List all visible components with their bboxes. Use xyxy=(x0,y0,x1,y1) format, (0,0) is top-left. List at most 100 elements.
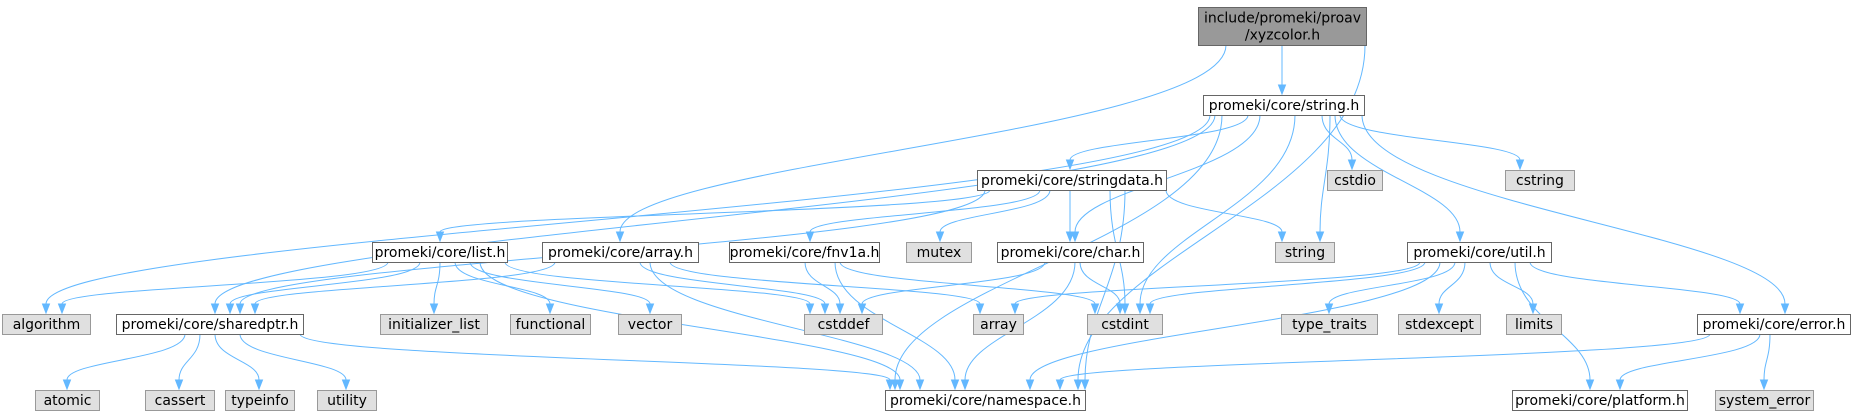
edge-sharedptr_h-to-typeinfo xyxy=(214,333,264,391)
edge-arrowhead xyxy=(57,303,67,315)
node-array[interactable]: array xyxy=(973,314,1024,335)
edge-list_h-to-algorithm xyxy=(57,261,389,315)
edge-line xyxy=(649,261,921,381)
node-box xyxy=(225,390,295,411)
edge-arrowhead xyxy=(1080,379,1090,391)
node-fnv1a_h[interactable]: promeki/core/fnv1a.h xyxy=(729,242,880,263)
edge-string_h-to-sharedptr_h xyxy=(210,114,1216,315)
node-functional[interactable]: functional xyxy=(510,314,591,335)
node-algorithm[interactable]: algorithm xyxy=(2,314,91,335)
node-label: stdexcept xyxy=(1405,317,1474,333)
edge-line xyxy=(214,333,260,381)
edge-line xyxy=(939,189,1051,233)
node-label: utility xyxy=(327,393,367,409)
node-cstring[interactable]: cstring xyxy=(1505,170,1575,191)
node-box xyxy=(997,242,1144,263)
edge-util_h-to-cstdint xyxy=(1145,261,1426,315)
edge-arrowhead xyxy=(1315,231,1325,243)
node-platform_h[interactable]: promeki/core/platform.h xyxy=(1512,390,1688,411)
node-initializer_list[interactable]: initializer_list xyxy=(380,314,488,335)
node-box xyxy=(1407,242,1552,263)
edge-stringdata_h-to-fnv1a_h xyxy=(805,189,1041,243)
edge-line xyxy=(229,261,421,305)
edge-line xyxy=(1321,114,1353,161)
edge-arrowhead xyxy=(1780,303,1790,315)
edge-arrowhead xyxy=(1120,303,1130,315)
node-util_h[interactable]: promeki/core/util.h xyxy=(1407,242,1552,263)
edge-line xyxy=(214,114,1216,305)
edge-arrowhead xyxy=(1145,303,1155,315)
node-box xyxy=(1398,314,1481,335)
node-cstddef[interactable]: cstddef xyxy=(804,314,883,335)
edge-string_h-to-string xyxy=(1315,114,1331,243)
node-label: promeki/core/util.h xyxy=(1413,245,1545,261)
node-string_h[interactable]: promeki/core/string.h xyxy=(1203,95,1365,116)
node-label: type_traits xyxy=(1292,317,1367,333)
edge-arrowhead xyxy=(1455,231,1465,243)
node-list_h[interactable]: promeki/core/list.h xyxy=(372,242,508,263)
node-box xyxy=(1275,242,1335,263)
node-atomic[interactable]: atomic xyxy=(35,390,100,411)
node-box xyxy=(1512,390,1688,411)
node-box xyxy=(906,242,972,263)
edge-line xyxy=(1319,114,1331,233)
node-stdexcept[interactable]: stdexcept xyxy=(1398,314,1481,335)
edge-line xyxy=(839,261,1096,305)
node-box xyxy=(317,390,377,411)
edge-arrowhead xyxy=(235,303,245,315)
edge-arrowhead xyxy=(805,303,815,315)
node-cassert[interactable]: cassert xyxy=(145,390,215,411)
node-label: cstdio xyxy=(1334,173,1376,189)
node-box xyxy=(145,390,215,411)
node-cstdio[interactable]: cstdio xyxy=(1327,170,1383,191)
node-cstdint[interactable]: cstdint xyxy=(1087,314,1163,335)
node-label: cstdint xyxy=(1101,317,1149,333)
node-box xyxy=(729,242,880,263)
edge-array_h-to-namespace_h xyxy=(649,261,925,391)
edge-line xyxy=(299,333,891,381)
edge-arrowhead xyxy=(1135,303,1145,315)
node-limits[interactable]: limits xyxy=(1506,314,1562,335)
edge-arrowhead xyxy=(341,379,351,391)
edge-line xyxy=(45,114,1211,305)
edge-stringdata_h-to-mutex xyxy=(935,189,1051,243)
node-array_h[interactable]: promeki/core/array.h xyxy=(542,242,699,263)
edge-arrowhead xyxy=(915,379,925,391)
edge-arrowhead xyxy=(1025,379,1035,391)
node-char_h[interactable]: promeki/core/char.h xyxy=(997,242,1144,263)
node-namespace_h[interactable]: promeki/core/namespace.h xyxy=(885,390,1086,411)
node-vector[interactable]: vector xyxy=(618,314,682,335)
edge-stringdata_h-to-list_h xyxy=(435,189,991,243)
node-label: typeinfo xyxy=(231,393,289,409)
node-label: system_error xyxy=(1719,393,1811,409)
node-label: promeki/core/fnv1a.h xyxy=(730,245,880,261)
node-stringdata_h[interactable]: promeki/core/stringdata.h xyxy=(977,170,1167,191)
edge-arrowhead xyxy=(885,379,895,391)
edge-arrowhead xyxy=(1615,379,1625,391)
node-box xyxy=(1327,170,1383,191)
node-system_error[interactable]: system_error xyxy=(1715,390,1814,411)
node-box xyxy=(885,390,1086,411)
node-label: cassert xyxy=(155,393,206,409)
edge-error_h-to-system_error xyxy=(1759,333,1771,391)
edge-line xyxy=(809,189,1041,233)
node-string[interactable]: string xyxy=(1275,242,1335,263)
edge-arrowhead xyxy=(545,303,555,315)
edge-line xyxy=(1139,114,1296,305)
edge-line xyxy=(66,333,186,381)
node-error_h[interactable]: promeki/core/error.h xyxy=(1697,314,1851,335)
node-box xyxy=(1281,314,1378,335)
node-label: promeki/core/array.h xyxy=(548,245,693,261)
edge-arrowhead xyxy=(835,303,845,315)
node-sharedptr_h[interactable]: promeki/core/sharedptr.h xyxy=(116,314,304,335)
node-typeinfo[interactable]: typeinfo xyxy=(225,390,295,411)
node-label: promeki/core/stringdata.h xyxy=(981,173,1163,189)
edge-stringdata_h-to-string xyxy=(1165,189,1287,243)
node-type_traits[interactable]: type_traits xyxy=(1281,314,1378,335)
edge-arrowhead xyxy=(935,231,945,243)
node-mutex[interactable]: mutex xyxy=(906,242,972,263)
node-utility[interactable]: utility xyxy=(317,390,377,411)
edge-list_h-to-functional xyxy=(454,261,555,315)
node-label: promeki/core/platform.h xyxy=(1515,393,1685,409)
edge-line xyxy=(1014,261,1421,305)
